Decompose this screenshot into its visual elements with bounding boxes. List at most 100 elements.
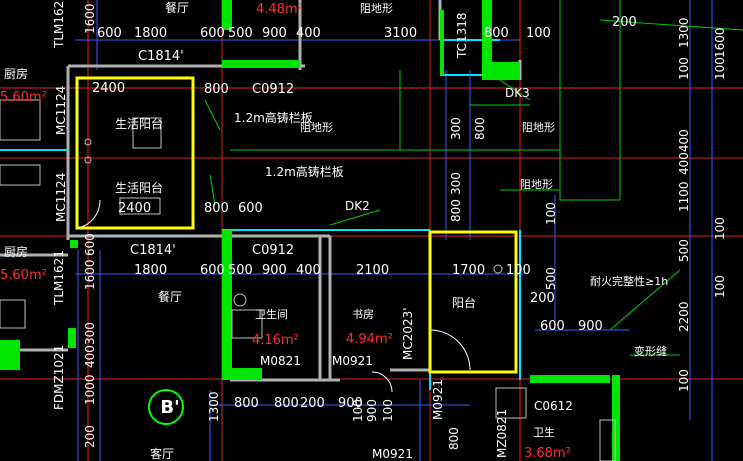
dim-800-v2: 800	[473, 117, 487, 140]
dim-500-lower-v: 500	[544, 267, 558, 290]
dim-300-v2: 300	[449, 172, 463, 195]
fall-1: 阻地形	[300, 121, 333, 134]
dim-2400-bot: 2400	[118, 201, 151, 216]
dim-600b-top: 600	[200, 26, 225, 41]
dim-300-left: 300	[83, 322, 97, 345]
dim-800-b2: 800	[274, 396, 299, 411]
m0921-b: M0921	[431, 379, 445, 420]
c1814-lower: C1814'	[130, 243, 176, 258]
tlm1621-lower: TLM1621	[52, 250, 66, 306]
dim-600-left-lower: 600	[83, 233, 97, 256]
dim-100-top: 100	[526, 26, 551, 41]
dim-100-r5: 100	[677, 369, 691, 392]
dim-100-r3: 100	[713, 217, 727, 240]
door-arcs	[77, 199, 471, 393]
dim-800-bl: 800	[447, 427, 461, 450]
canteen-lower: 餐厅	[158, 289, 182, 304]
dim-1300-r: 1300	[677, 17, 691, 48]
dim-100-r4: 100	[713, 275, 727, 298]
rail-2: 1.2m高铸栏板	[265, 164, 344, 179]
rail-1: 1.2m高铸栏板	[234, 110, 313, 125]
c0912-top: C0912	[252, 82, 294, 97]
dim-600-900-1: 600	[540, 319, 565, 334]
wc-bottom: 卫生	[533, 425, 555, 439]
dim-100-r1: 100	[677, 57, 691, 80]
dim-600c-lower: 600	[200, 263, 225, 278]
yellow-room-outlines	[75, 76, 518, 374]
bottom-room: 客厅	[150, 446, 174, 461]
area-top: 4.48m²	[256, 2, 303, 17]
m0921: M0921	[332, 354, 373, 368]
dim-2100-lower: 2100	[356, 263, 389, 278]
wc-lower: 卫生间	[255, 307, 288, 321]
dim-300: 300	[449, 117, 463, 140]
dim-100-r2: 100	[713, 57, 727, 80]
change-slab: 变形缝	[634, 344, 667, 358]
dim-3100-top: 3100	[384, 26, 417, 41]
dim-900-top: 900	[262, 26, 287, 41]
dim-1100-r: 1100	[677, 181, 691, 212]
labels: 4.48m² 餐厅 阻地形 600 1800 600 500 900 400 3…	[0, 0, 727, 461]
dimension-lines	[75, 0, 713, 461]
dim-900-b2: 900	[365, 399, 379, 422]
mz0821: MZ0821	[495, 409, 509, 458]
dk2: DK2	[345, 199, 370, 213]
canteen-top: 餐厅	[165, 0, 189, 15]
dim-800-b1: 800	[234, 396, 259, 411]
study: 书房	[352, 308, 374, 321]
dim-100-lower: 100	[506, 263, 531, 278]
dim-1600-lower: 1600	[83, 259, 97, 290]
dim-600-900-2: 900	[578, 319, 603, 334]
dim-100-lower-v: 100	[544, 202, 558, 225]
mc2023: MC2023'	[401, 307, 415, 360]
dim-1000-left: 1000	[83, 374, 97, 405]
area-kitchen-lower: 5.60m²	[0, 268, 47, 283]
fall-3: 阻地形	[520, 178, 553, 191]
dim-600b-lower: 600	[238, 201, 263, 216]
dim-500-top: 500	[228, 26, 253, 41]
axis-b: B'	[160, 397, 179, 418]
dim-1800-lower: 1800	[134, 263, 167, 278]
dim-500-lower: 500	[228, 263, 253, 278]
dim-200-lower: 200	[530, 291, 555, 306]
c0912-lower: C0912	[252, 243, 294, 258]
kitchen-top: 厨房	[4, 66, 28, 81]
fdmz1021: FDMZ1021	[52, 345, 66, 410]
dim-800-v3: 800	[449, 199, 463, 222]
axis-circle-b	[148, 389, 184, 425]
dim-800-v: 800	[204, 201, 229, 216]
dim-2200-r: 2200	[677, 301, 691, 332]
dim-400400-r: 400400	[677, 129, 691, 175]
c1814-top: C1814'	[138, 49, 184, 64]
dim-400-top: 400	[296, 26, 321, 41]
label-balcony-1: 生活阳台	[115, 116, 163, 131]
kitchen-lower: 厨房	[4, 244, 28, 259]
fire-note: 耐火完整性≥1h	[590, 274, 668, 288]
dim-900-lower: 900	[262, 263, 287, 278]
dim-200-left: 200	[83, 425, 97, 448]
green-walls	[0, 0, 620, 461]
area-kitchen-top: 5.60m²	[0, 90, 47, 105]
tc1318: TC1318	[455, 12, 469, 59]
m0921-bot: M0921	[372, 447, 413, 461]
c0612: C0612	[534, 399, 573, 413]
fixtures	[0, 99, 616, 461]
dim-100-b2: 100	[381, 399, 395, 422]
dim-1700-lower: 1700	[452, 263, 485, 278]
dim-500-r: 500	[677, 239, 691, 262]
balcony-lower: 阳台	[452, 295, 476, 310]
dim-200-b: 200	[300, 396, 325, 411]
balcony-top-right: 阻地形	[360, 2, 393, 15]
dim-800-mid: 800	[204, 82, 229, 97]
detail-lines	[204, 0, 743, 356]
dim-600-top: 600	[97, 26, 122, 41]
dim-2400-top: 2400	[92, 81, 125, 96]
mc1124-2: MC1124	[54, 173, 68, 222]
fall-2: 阻地形	[522, 121, 555, 134]
m0821: M0821	[260, 354, 301, 368]
dim-1600-top: 1600	[83, 3, 97, 34]
dim-400-left: 400	[83, 345, 97, 368]
dim-100-b: 100	[351, 399, 365, 422]
dim-800-top: 800	[484, 26, 509, 41]
